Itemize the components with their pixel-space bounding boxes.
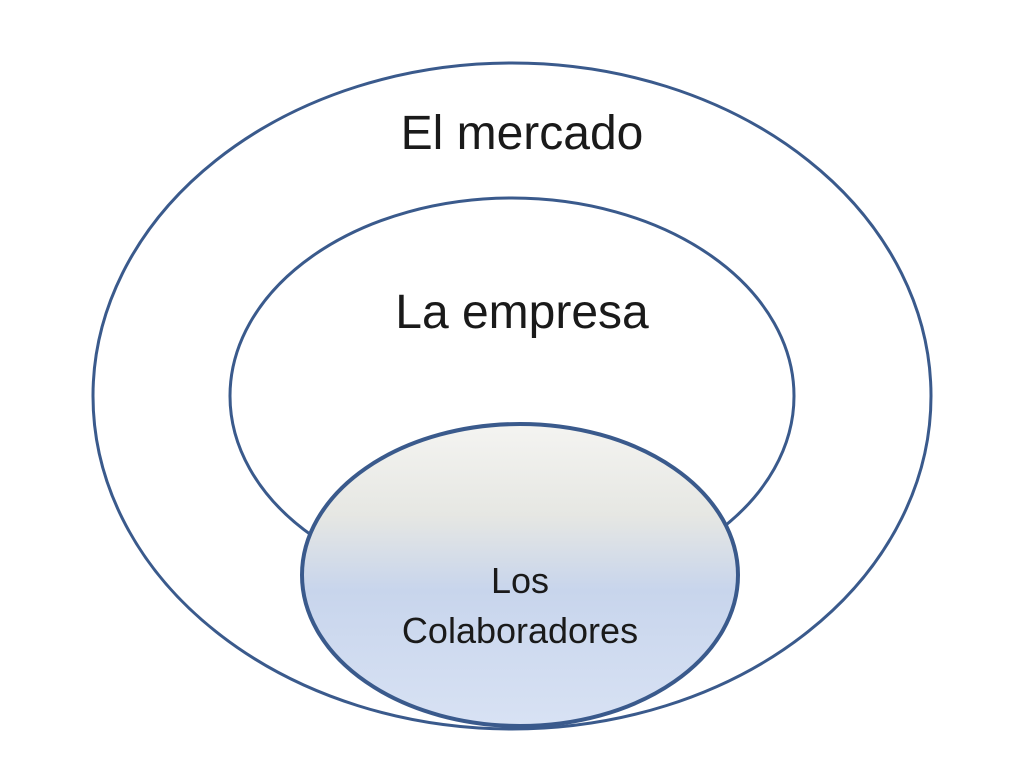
collaborators-ellipse xyxy=(300,422,740,728)
collaborators-label-line2: Colaboradores xyxy=(401,610,639,651)
company-label: La empresa xyxy=(395,286,649,339)
market-label: El mercado xyxy=(400,107,644,160)
market-ellipse xyxy=(91,61,933,731)
collaborators-label: Los Colaboradores xyxy=(340,556,700,656)
collaborators-label-line1: Los xyxy=(490,560,550,601)
